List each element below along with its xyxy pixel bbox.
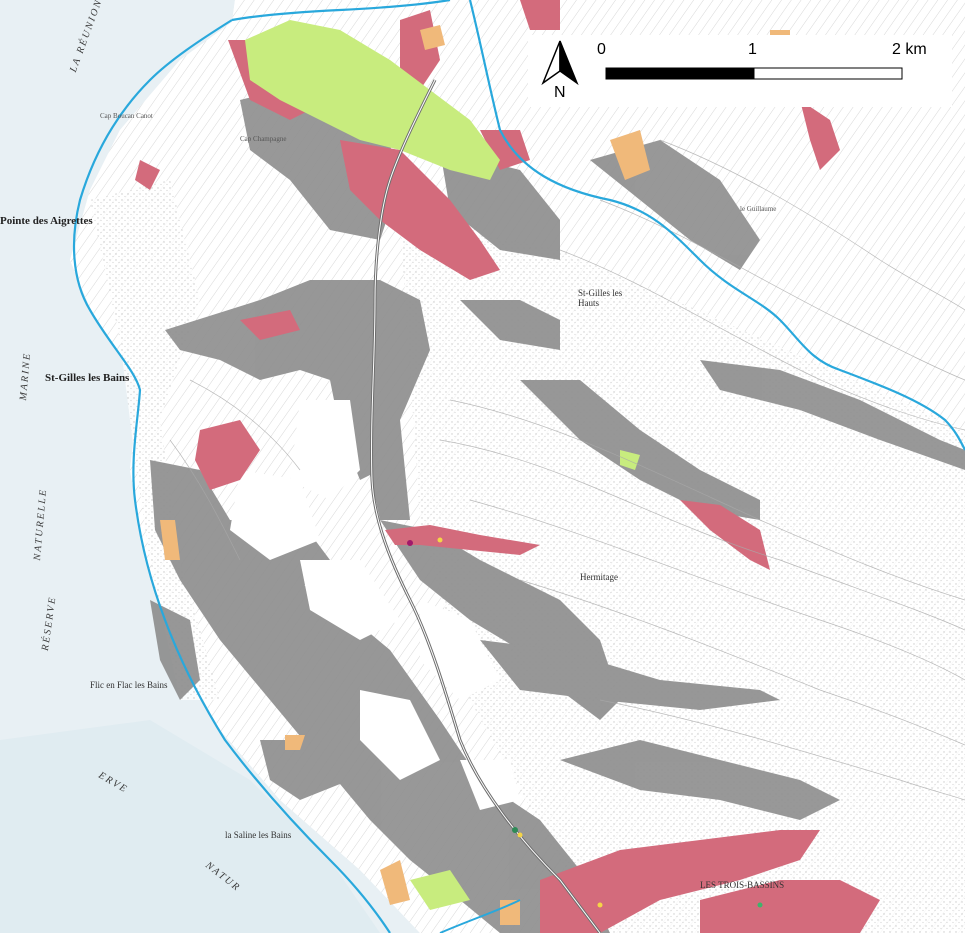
label-guillaume: le Guillaume [740,205,777,213]
sample-point-1 [407,540,413,546]
sample-point-4 [517,832,523,838]
label-st-gilles-bains: St-Gilles les Bains [45,372,130,384]
north-label: N [554,84,566,101]
reserve-boundary-top [231,0,451,22]
label-hermitage: Hermitage [580,572,618,582]
label-flic: Flic en Flac les Bains [90,680,168,690]
scale-label-0: 0 [597,41,606,58]
reserve-boundary-coast [72,19,391,933]
sample-point-3 [512,827,518,833]
sample-point-5 [597,902,603,908]
urban-texture-2 [90,180,220,700]
sample-point-2 [437,537,443,543]
commune-boundary [468,0,965,451]
label-aigrettes: Pointe des Aigrettes [0,215,93,227]
relief-lines [169,139,965,801]
scale-bar-graphic [541,40,903,86]
scale-bar-panel: 0 1 2 km [528,35,952,107]
label-cap-boucan: Cap Boucan Canot [100,112,153,120]
sea-area [0,0,420,933]
scale-label-2: 2 km [892,41,927,58]
north-arrow-icon [541,40,579,86]
main-road-inner [371,79,601,933]
sea-band [0,720,380,933]
label-trois-bassins: LES TROIS-BASSINS [700,880,785,890]
sample-point-6 [757,902,763,908]
scale-label-1: 1 [748,41,757,58]
boundary-south [439,899,521,933]
label-st-gilles-hauts: St-Gilles les Hauts [578,288,623,308]
label-saline: la Saline les Bains [225,830,292,840]
zones-white [230,400,520,810]
zones-green [245,20,640,910]
zones-pink [135,0,880,933]
label-cap-champagne: Cap Champagne [240,135,287,143]
